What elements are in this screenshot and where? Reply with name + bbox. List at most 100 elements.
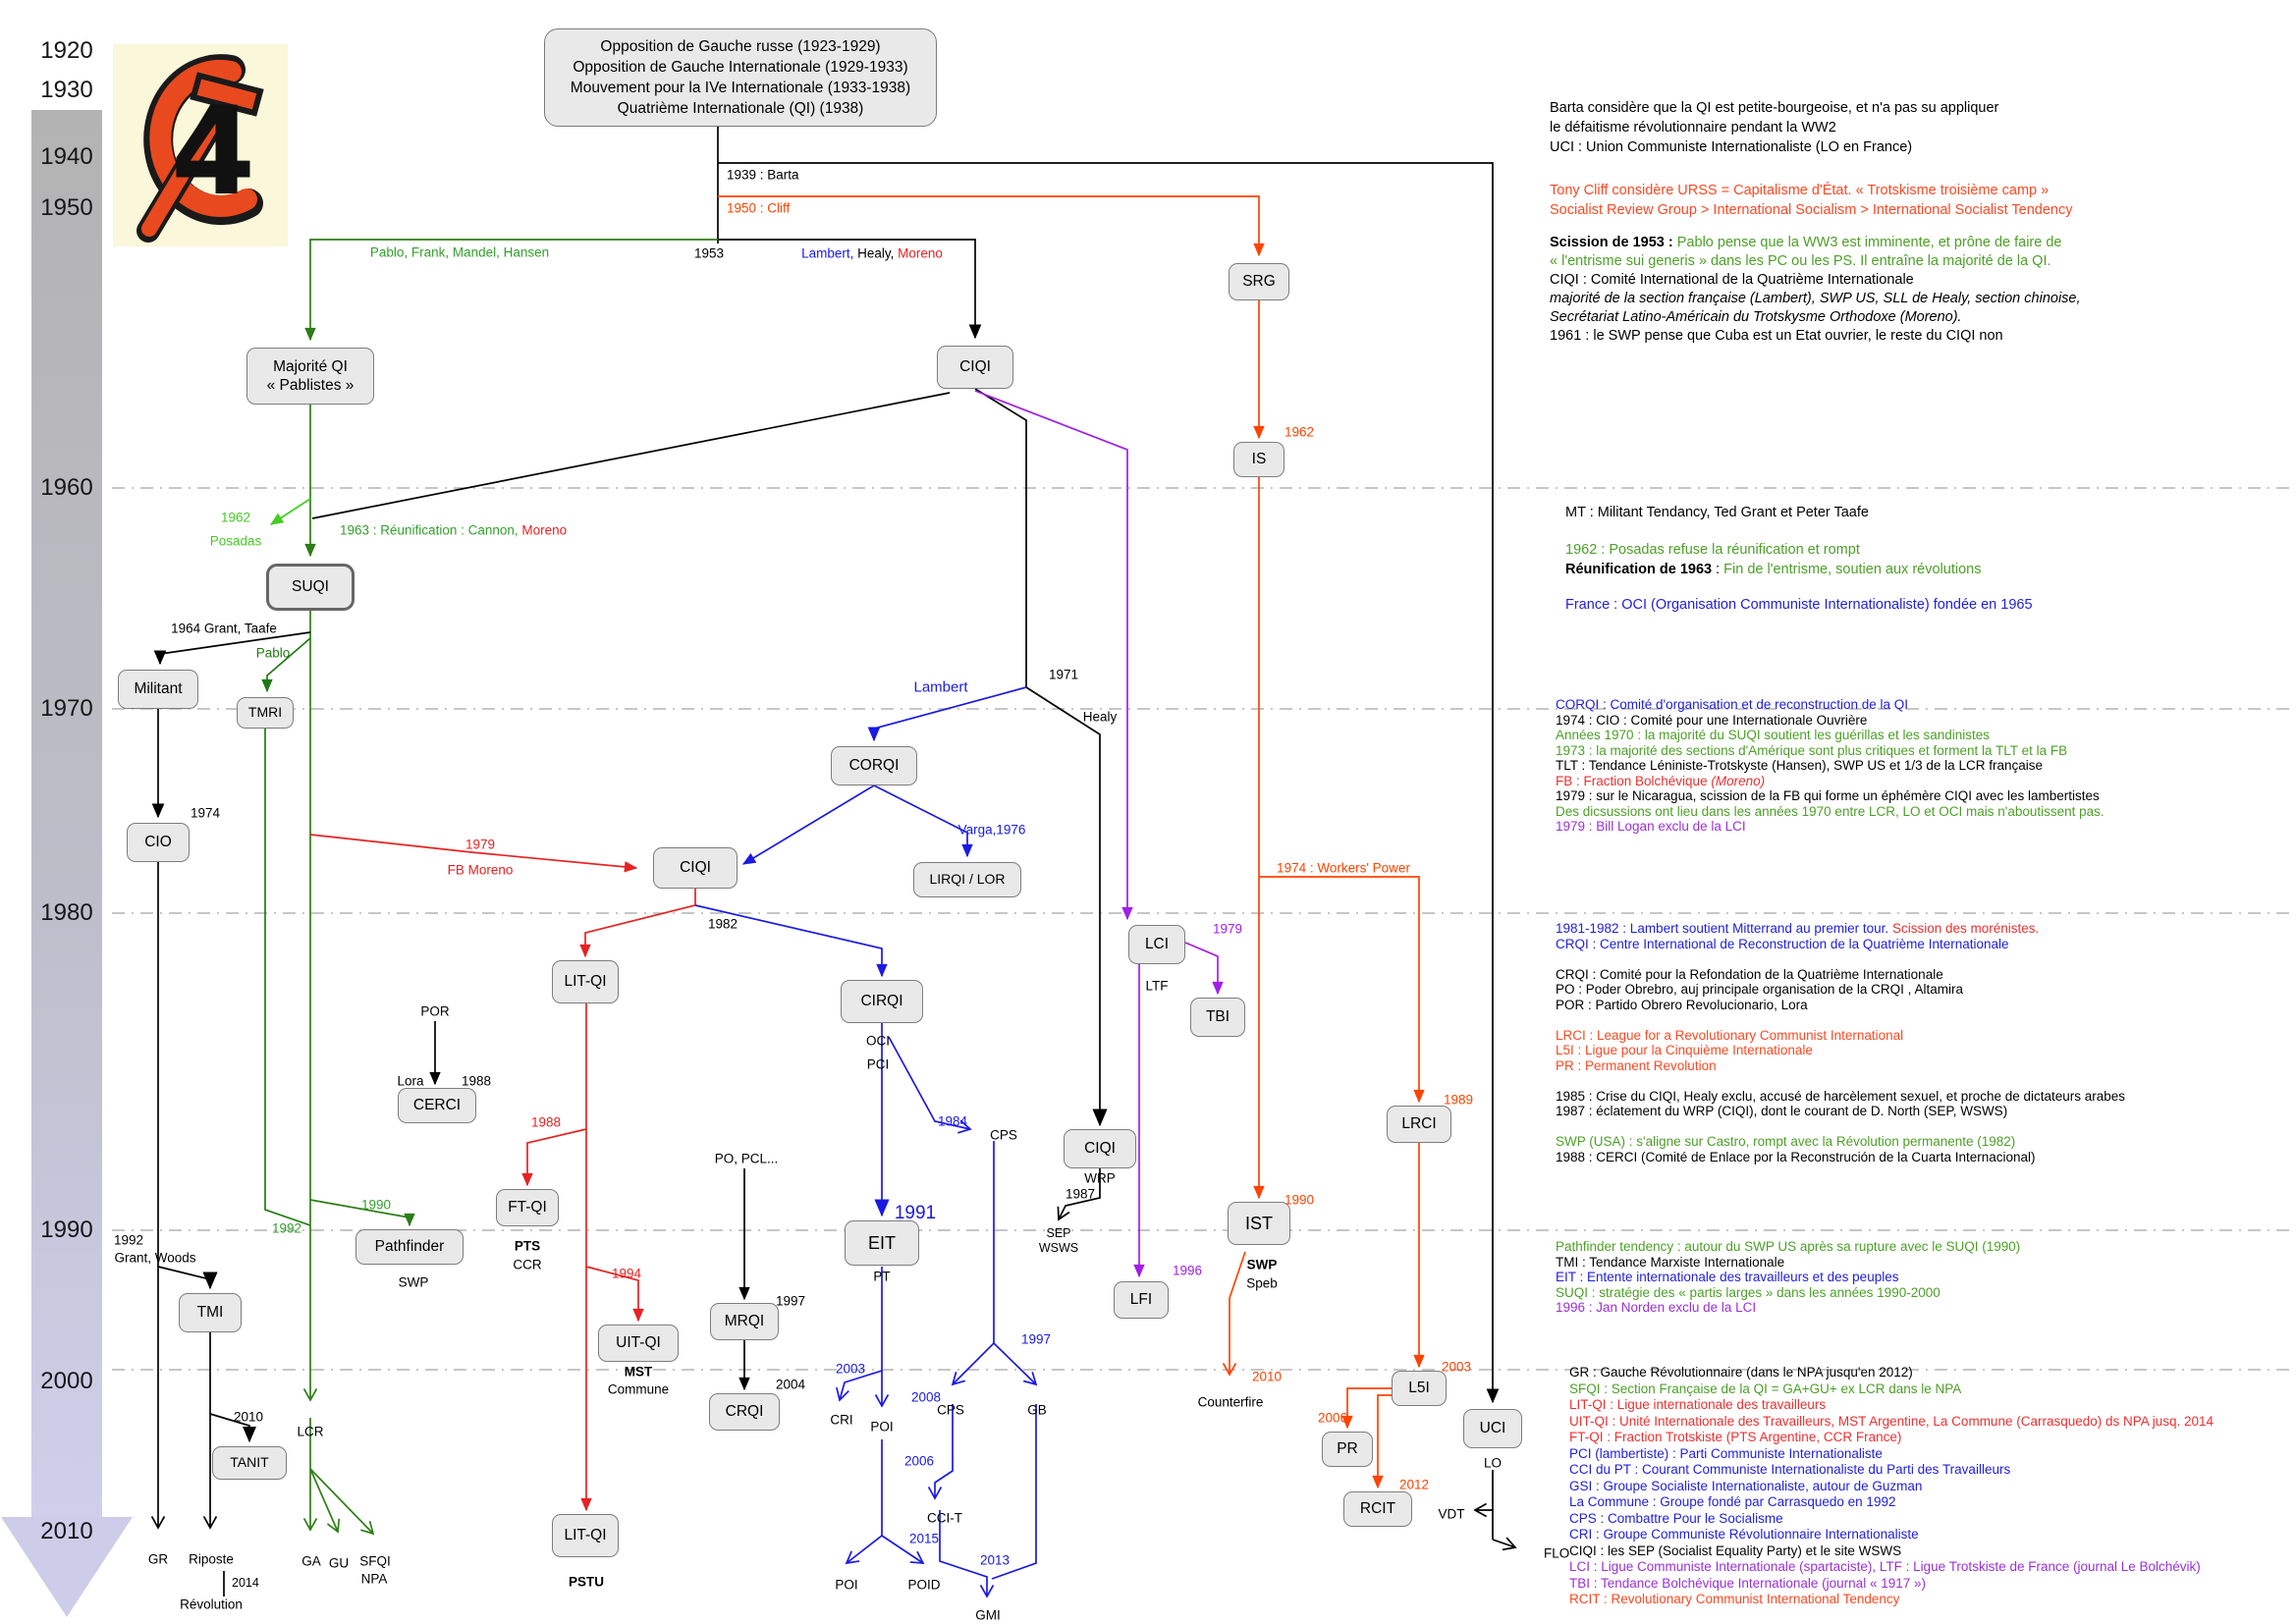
annotation-2-3-0: majorité de la section française (Lamber… (1550, 291, 2081, 306)
year-1990: 1990 (40, 1217, 93, 1243)
node-majorite-qi-line-1: « Pablistes » (266, 377, 355, 394)
annotation-7-4-0: PO : Poder Obrebro, auj principale organ… (1556, 982, 1963, 997)
annotation-7-8-0: L5I : Ligue pour la Cinquième Internatio… (1556, 1043, 1813, 1057)
node-root: Opposition de Gauche russe (1923-1929)Op… (544, 28, 937, 127)
annotation-block-9-line-4: FT-QI : Fraction Trotskiste (PTS Argenti… (1569, 1430, 2214, 1446)
annotation-block-2-line-1: « l'entrisme sui generis » dans les PC o… (1550, 252, 2081, 271)
annotation-block-7-line-15: 1988 : CERCI (Comité de Enlace por la Re… (1556, 1150, 2125, 1165)
annotation-block-9-line-13: TBI : Tendance Bolchévique International… (1569, 1576, 2214, 1593)
annotation-9-10-0: CRI : Groupe Communiste Révolutionnaire … (1569, 1527, 1919, 1542)
label-1979: 1979 (1213, 921, 1243, 937)
node-suqi-label: SUQI (292, 578, 329, 596)
arrowhead-fan-ga-icon (302, 1517, 318, 1532)
annotation-block-2-line-2: CIQI : Comité International de la Quatri… (1550, 271, 2081, 290)
annotation-block-7: 1981-1982 : Lambert soutient Mitterrand … (1556, 921, 2125, 1164)
label-1974: 1974 (191, 805, 221, 821)
edge-split-2006-ccit (934, 1404, 954, 1498)
edge-uci-to-flo (1492, 1539, 1516, 1548)
annotation-4-0-0: 1962 : Posadas refuse la réunification e… (1565, 542, 1860, 558)
annotation-2-0-1: Pablo pense que la WW3 est imminente, et… (1676, 235, 2062, 250)
timeline-arrow-icon (1, 1517, 133, 1617)
node-uit-qi-label: UIT-QI (616, 1334, 661, 1352)
node-mrqi: MRQI (710, 1303, 779, 1340)
node-l5i: L5I (1392, 1371, 1447, 1406)
annotation-block-7-line-8: L5I : Ligue pour la Cinquième Internatio… (1556, 1043, 2125, 1058)
node-lirqi-lor-label: LIRQI / LOR (929, 871, 1006, 888)
label-2010-tanit: 2010 (233, 1409, 264, 1425)
arrowhead-po-to-mrqi-icon (738, 1286, 750, 1301)
node-tmri-label: TMRI (247, 704, 283, 721)
annotation-block-7-line-1: CRQI : Centre International de Reconstru… (1556, 937, 2125, 952)
node-lirqi-lor: LIRQI / LOR (913, 862, 1021, 897)
label-wsws: WSWS (1038, 1241, 1079, 1255)
label-2006: 2006 (1317, 1410, 1348, 1426)
annotation-9-8-0: La Commune : Groupe fondé par Carrasqued… (1569, 1494, 1896, 1509)
annotation-7-5-0: POR : Partido Obrero Revolucionario, Lor… (1556, 997, 1808, 1012)
annotation-block-0: Barta considère que la QI est petite-bou… (1550, 98, 1998, 157)
edge-split-1984-cps (888, 1036, 971, 1130)
edge-tmri-stem-merge (264, 729, 311, 1226)
label-2006: 2006 (903, 1453, 935, 1469)
annotation-9-7-0: GSI : Groupe Socialiste Internationalist… (1569, 1478, 1923, 1493)
annotation-block-1: Tony Cliff considère URSS = Capitalisme … (1550, 181, 2073, 220)
annotation-block-0-line-2: UCI : Union Communiste Internationaliste… (1550, 137, 1998, 157)
node-ciqi-1953: CIQI (937, 346, 1013, 389)
annotation-8-3-0: SUQI : stratégie des « partis larges » d… (1556, 1284, 1941, 1300)
edge-lci-to-tbi (1184, 942, 1219, 994)
arrowhead-srg-to-is-icon (1253, 425, 1265, 440)
arrowhead-fan-cps2-icon (951, 1372, 965, 1386)
arrowhead-pablo-to-tmri-icon (261, 678, 273, 693)
label-1989: 1989 (1444, 1092, 1474, 1108)
label-2010: 2010 (1252, 1369, 1283, 1384)
annotation-block-8-line-4: 1996 : Jan Norden exclu de la LCI (1556, 1300, 2020, 1316)
annotation-9-11-0: CIQI : les SEP (Socialist Equality Party… (1569, 1543, 1902, 1558)
edge-ciqi53-to-lci (974, 390, 1128, 919)
annotation-2-1-0: « l'entrisme sui generis » dans les PC o… (1550, 253, 2051, 269)
arrowhead-branch-1953-black-icon (968, 324, 982, 340)
arrowhead-lci-to-lfi-icon (1133, 1264, 1145, 1278)
label-1963-reunification: 1963 : Réunification : Cannon, Moreno (340, 523, 567, 538)
node-tanit: TANIT (212, 1446, 287, 1480)
annotation-block-9-line-9: CPS : Combattre Pour le Socialisme (1569, 1511, 2214, 1528)
annotation-6-5-0: FB : Fraction Bolchévique (1556, 773, 1712, 788)
edge-split-1994-uitqi (585, 1266, 639, 1321)
arrowhead-l5i-to-pr-icon (1341, 1415, 1353, 1430)
node-lit-qi-2-label: LIT-QI (564, 1527, 607, 1544)
label-lcr: LCR (297, 1424, 324, 1439)
node-lit-qi-1-label: LIT-QI (564, 973, 607, 991)
annotation-1-1-0: Socialist Review Group > International S… (1550, 202, 2073, 218)
arrowhead-split-1990-pathfinder-icon (404, 1213, 415, 1227)
node-tbi-label: TBI (1205, 1008, 1230, 1026)
annotation-1-0-0: Tony Cliff considère URSS = Capitalisme … (1550, 183, 2050, 198)
edge-ciqi53-down (974, 388, 1027, 687)
arrowhead-fan-gb-icon (1022, 1372, 1038, 1386)
annotation-block-7-line-11: 1985 : Crise du CIQI, Healy exclu, accus… (1556, 1089, 2125, 1105)
arrowhead-fan-gu-icon (326, 1518, 341, 1534)
label-pstu: PSTU (568, 1574, 605, 1590)
annotation-7-3-0: CRQI : Comité pour la Refondation de la … (1556, 966, 1943, 982)
node-lci: LCI (1128, 925, 1185, 964)
label-1990: 1990 (1285, 1192, 1315, 1208)
annotation-block-7-line-3: CRQI : Comité pour la Refondation de la … (1556, 967, 2125, 983)
annotation-9-9-0: CPS : Combattre Pour le Socialisme (1569, 1510, 1783, 1526)
annotation-8-4-0: 1996 : Jan Norden exclu de la LCI (1556, 1300, 1757, 1315)
annotation-6-4-0: TLT : Tendance Léniniste-Trotskyste (Han… (1556, 758, 2043, 773)
label-varga-1976: Varga,1976 (957, 822, 1026, 838)
annotation-block-6-line-1: 1974 : CIO : Comité pour une Internation… (1556, 713, 2105, 729)
annotation-7-9-0: PR : Permanent Revolution (1556, 1057, 1717, 1073)
arrowhead-ist-to-counterfire-icon (1222, 1362, 1237, 1377)
edge-gb-down (991, 1404, 1037, 1580)
annotation-block-6-line-7: Des dicsussions ont lieu dans les années… (1556, 804, 2105, 820)
annotation-7-1-0: CRQI : Centre International de Reconstru… (1556, 936, 2009, 951)
node-srg: SRG (1229, 263, 1289, 300)
label-sfqi: SFQI (359, 1553, 391, 1569)
arrowhead-ciqi53-to-lci-icon (1121, 906, 1133, 921)
label-cps-1997: CPS (937, 1402, 964, 1418)
annotation-block-2: Scission de 1953 : Pablo pense que la WW… (1550, 234, 2081, 346)
label-1953: 1953 (693, 245, 725, 261)
svg-text:4: 4 (171, 81, 255, 223)
edge-split-1987-sep (1058, 1168, 1101, 1220)
node-rcit: RCIT (1343, 1491, 1412, 1527)
label-healy: Healy (1082, 709, 1118, 725)
